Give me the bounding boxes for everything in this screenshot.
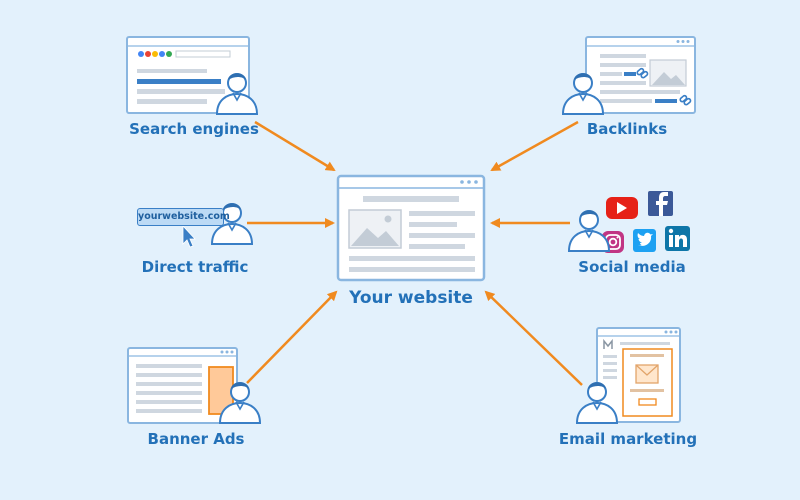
facebook-icon	[648, 191, 673, 216]
arrow-icon	[246, 290, 338, 384]
gmail-icon	[603, 338, 613, 349]
url-bar: yourwebsite.com	[137, 208, 230, 226]
twitter-icon	[633, 229, 656, 252]
youtube-icon	[606, 197, 638, 219]
banner-ads-window	[127, 347, 261, 424]
label-social-media: Social media	[578, 258, 686, 276]
arrows	[246, 120, 583, 386]
your-website-window	[336, 174, 486, 282]
linkedin-icon	[665, 226, 690, 251]
arrow-icon	[490, 120, 579, 172]
arrow-icon	[484, 290, 583, 386]
label-direct-traffic: Direct traffic	[141, 258, 249, 276]
link-icon	[636, 67, 692, 106]
google-logo-icon	[138, 51, 172, 57]
email-cta-button	[638, 398, 657, 406]
search-engine-window	[126, 36, 258, 115]
arrow-icon	[254, 120, 336, 172]
envelope-icon	[635, 364, 659, 384]
label-banner-ads: Banner Ads	[147, 430, 245, 448]
social-media-visual	[568, 191, 690, 253]
label-search-engines: Search engines	[129, 120, 259, 138]
label-email-marketing: Email marketing	[558, 430, 698, 448]
email-window	[576, 327, 681, 424]
person-icon	[568, 209, 610, 252]
label-backlinks: Backlinks	[586, 120, 668, 138]
image-placeholder-icon	[649, 59, 687, 87]
image-placeholder-icon	[348, 209, 402, 249]
backlinks-window	[562, 36, 696, 115]
label-your-website: Your website	[349, 288, 473, 308]
